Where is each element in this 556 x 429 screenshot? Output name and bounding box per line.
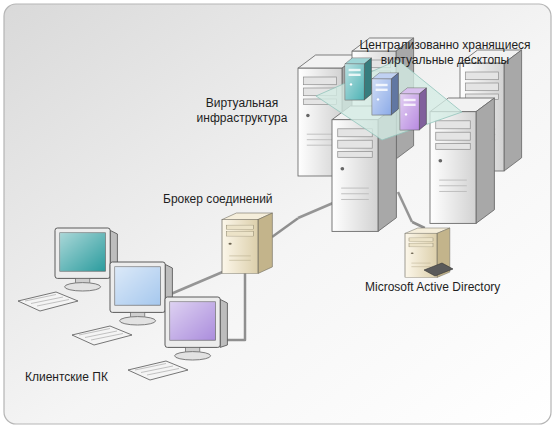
network-connector <box>272 218 298 237</box>
node-label: Виртуальная инфраструктура <box>190 96 294 126</box>
client-workstation <box>128 361 188 380</box>
panel-frame <box>4 4 551 424</box>
client-workstation <box>18 292 78 311</box>
client-pcs-group: Клиентские ПК <box>10 225 222 403</box>
virtual-desktop-icon <box>400 88 426 130</box>
broker-server <box>222 213 272 274</box>
server-cluster <box>298 38 522 231</box>
virtual-desktop-icon <box>345 58 371 100</box>
client-workstation <box>165 297 227 360</box>
desktop-platform <box>316 60 462 140</box>
connection-broker: Брокер соединений <box>222 213 272 273</box>
client-workstation <box>55 228 117 291</box>
network-wire <box>398 192 412 222</box>
node-label: Централизованно хранящиеся виртуальные д… <box>350 38 540 68</box>
virtual-desktop-icon <box>345 58 426 130</box>
network-connector <box>412 222 425 228</box>
client-workstation <box>72 326 132 345</box>
directory-server <box>405 228 453 278</box>
virtual-desktops: Централизованно хранящиеся виртуальные д… <box>340 55 430 135</box>
active-directory-server: Microsoft Active Directory <box>405 228 450 278</box>
directory-server <box>424 263 453 276</box>
node-label: Клиентские ПК <box>25 370 108 385</box>
client-workstation <box>110 262 172 325</box>
virtual-desktop-icon <box>372 73 398 115</box>
node-label: Microsoft Active Directory <box>365 280 500 295</box>
client-workstation <box>18 228 227 380</box>
broker-server <box>222 213 272 274</box>
node-label: Брокер соединений <box>163 192 273 207</box>
virtual-infrastructure: Виртуальная инфраструктураЦентрализованн… <box>298 38 522 222</box>
desktop-platform <box>316 60 462 140</box>
